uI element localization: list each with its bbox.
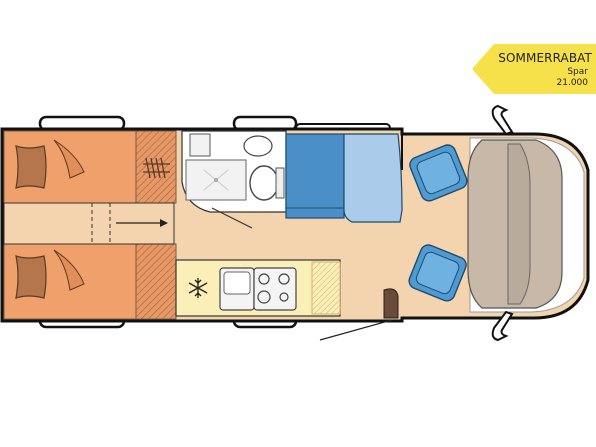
bed-hatch-top [135, 130, 177, 204]
promo-title: SOMMERRABAT [498, 51, 592, 65]
toilet-tank [275, 167, 285, 199]
counter-end-hatch [311, 261, 341, 315]
washbasin [189, 133, 211, 157]
burner-1 [258, 273, 270, 285]
sink-basin [223, 271, 251, 295]
cab-seat-bottom [408, 244, 467, 302]
bathroom-door [211, 207, 253, 229]
sink-bowl [243, 135, 273, 157]
blanket-fold-bottom [53, 249, 85, 291]
shower-lines [203, 169, 229, 191]
promo-subtitle: Spar [567, 67, 588, 77]
door-swing [319, 319, 393, 341]
promo-badge: SOMMERRABAT Spar 21.000 [472, 44, 596, 94]
badge-shape [472, 44, 596, 94]
burner-4 [279, 292, 289, 302]
mirror-bottom [491, 310, 514, 342]
mirror-top [491, 104, 514, 136]
entrance-door [383, 288, 399, 319]
promo-amount: 21.000 [556, 78, 589, 88]
cab-seat-top [409, 144, 468, 202]
hob [253, 267, 297, 311]
pillow-top [15, 145, 47, 189]
toilet [249, 165, 279, 201]
burner-2 [278, 273, 290, 285]
arrow-right-icon [116, 219, 168, 227]
pillow-bottom [15, 255, 47, 299]
dashboard-inner [507, 143, 531, 305]
wardrobe-marks [143, 157, 170, 179]
dinette-bench [285, 133, 345, 219]
burner-3 [257, 290, 271, 304]
blanket-fold-top [53, 139, 85, 179]
snowflake-icon [188, 278, 208, 298]
dinette-table [343, 133, 403, 223]
bed-hatch-bottom [135, 243, 177, 320]
